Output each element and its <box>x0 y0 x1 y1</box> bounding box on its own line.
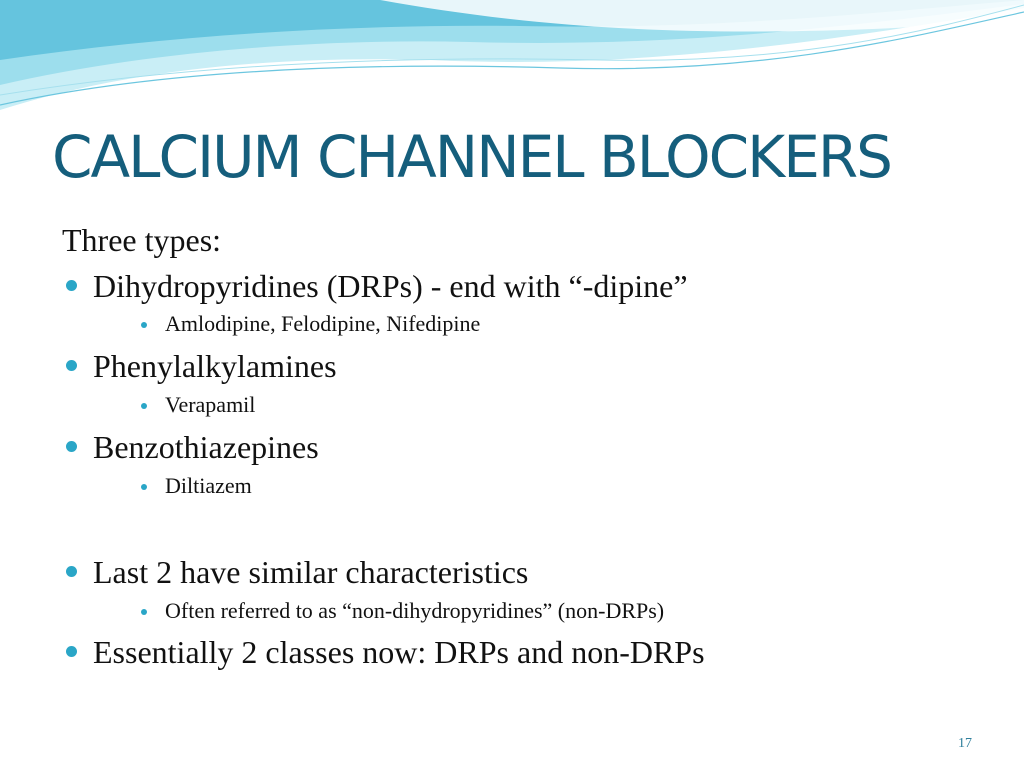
bullet-item: Phenylalkylamines <box>93 348 337 384</box>
intro-text: Three types: <box>62 222 222 258</box>
bullet-item: Last 2 have similar characteristics <box>93 554 529 590</box>
bullet-dot-icon <box>66 280 77 291</box>
bullet-dot-icon <box>66 360 77 371</box>
sub-bullet-dot-icon <box>141 484 147 490</box>
sub-bullet-item: Amlodipine, Felodipine, Nifedipine <box>165 311 481 336</box>
slide-number: 17 <box>958 736 972 751</box>
slide-title: CALCIUM CHANNEL BLOCKERS <box>52 123 893 191</box>
bullet-item: Dihydropyridines (DRPs) - end with “-dip… <box>93 268 688 304</box>
bullet-dot-icon <box>66 441 77 452</box>
bullet-item: Essentially 2 classes now: DRPs and non-… <box>93 634 705 670</box>
bullet-dot-icon <box>66 646 77 657</box>
bullet-dot-icon <box>66 566 77 577</box>
sub-bullet-dot-icon <box>141 609 147 615</box>
sub-bullet-item: Often referred to as “non-dihydropyridin… <box>165 598 665 623</box>
bullet-item: Benzothiazepines <box>93 429 319 465</box>
sub-bullet-dot-icon <box>141 322 147 328</box>
sub-bullet-dot-icon <box>141 403 147 409</box>
header-wave-decoration <box>0 0 1024 110</box>
sub-bullet-item: Diltiazem <box>165 473 252 498</box>
sub-bullet-item: Verapamil <box>165 392 256 417</box>
